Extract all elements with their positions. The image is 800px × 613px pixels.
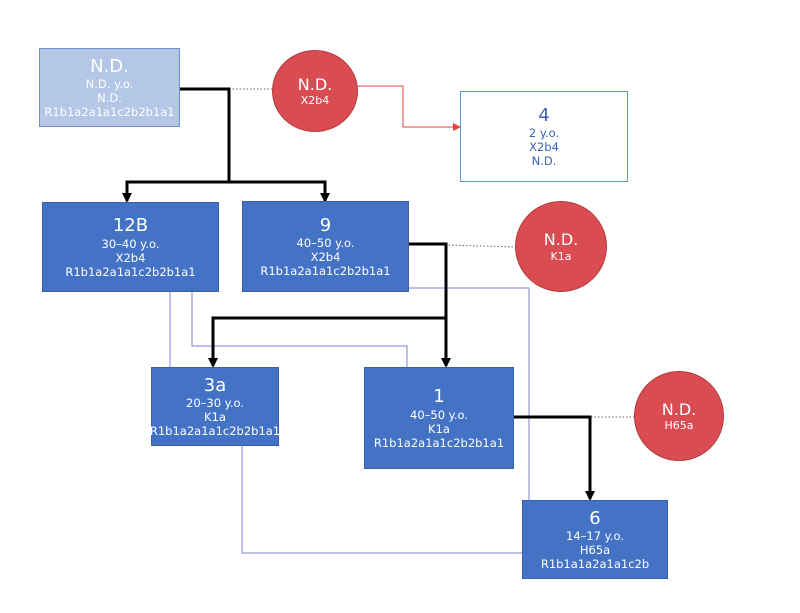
node-age: 40–50 y.o. (410, 407, 468, 422)
node-title: 12B (112, 215, 149, 236)
descent-arrow-9 (229, 180, 330, 203)
node-y-haplogroup: N.D. (531, 154, 557, 169)
node-title: 4 (538, 104, 550, 126)
link-3a-6 (241, 446, 522, 554)
node-12b: 12B 30–40 y.o. X2b4 R1b1a2a1a1c2b2b1a1 (42, 202, 219, 292)
circle-mt-haplogroup: K1a (550, 249, 572, 263)
node-y-haplogroup: R1b1a2a1a1c2b2b1a1 (149, 424, 281, 439)
node-age: 40–50 y.o. (296, 236, 355, 251)
link-12b-1 (191, 292, 408, 367)
node-mt-haplogroup: X2b4 (115, 250, 146, 265)
node-6: 6 14–17 y.o. H65a R1b1a1a2a1a1c2b (522, 500, 668, 579)
node-age: 2 y.o. (528, 126, 560, 141)
descent-9-trunk (408, 242, 448, 318)
node-1: 1 40–50 y.o. K1a R1b1a2a1a1c2b2b1a1 (364, 367, 514, 469)
circle-nd-k1a: N.D. K1a (515, 201, 607, 292)
node-y-haplogroup: R1b1a2a1a1c2b2b1a1 (44, 105, 175, 120)
node-mt-haplogroup: X2b4 (529, 140, 559, 155)
node-y-haplogroup: R1b1a1a2a1a1c2b (540, 557, 650, 572)
descent-arrow-12b (122, 180, 229, 203)
node-4: 4 2 y.o. X2b4 N.D. (460, 91, 628, 182)
circle-title: N.D. (661, 399, 697, 419)
node-title: 1 (433, 386, 445, 407)
node-y-haplogroup: R1b1a2a1a1c2b2b1a1 (373, 435, 505, 450)
red-arrow (358, 85, 461, 131)
node-title: N.D. (90, 55, 129, 77)
node-age: 14–17 y.o. (566, 529, 624, 544)
descent-top-trunk (180, 87, 231, 182)
node-mt-haplogroup: H65a (579, 543, 611, 558)
node-y-haplogroup: R1b1a2a1a1c2b2b1a1 (65, 264, 196, 279)
node-age: 20–30 y.o. (186, 396, 244, 411)
node-age: 30–40 y.o. (101, 236, 160, 251)
node-mt-haplogroup: N.D. (97, 91, 122, 106)
circle-mt-haplogroup: X2b4 (300, 94, 330, 107)
node-nd-top: N.D. N.D. y.o. N.D. R1b1a2a1a1c2b2b1a1 (39, 48, 180, 127)
node-mt-haplogroup: K1a (204, 410, 226, 425)
node-title: 9 (319, 214, 332, 236)
node-title: 6 (589, 507, 601, 529)
node-title: 3a (203, 374, 227, 396)
circle-title: N.D. (297, 74, 333, 94)
descent-arrow-6 (514, 415, 595, 501)
node-9: 9 40–50 y.o. X2b4 R1b1a2a1a1c2b2b1a1 (242, 201, 409, 292)
circle-title: N.D. (543, 230, 579, 250)
descent-arrow-3a (208, 316, 446, 368)
node-3a: 3a 20–30 y.o. K1a R1b1a2a1a1c2b2b1a1 (149, 367, 281, 446)
circle-nd-x2b4: N.D. X2b4 (272, 50, 358, 132)
node-mt-haplogroup: K1a (428, 421, 450, 436)
circle-mt-haplogroup: H65a (664, 419, 694, 432)
link-9-6 (408, 287, 530, 500)
node-y-haplogroup: R1b1a2a1a1c2b2b1a1 (260, 264, 391, 279)
node-mt-haplogroup: X2b4 (310, 250, 341, 265)
node-age: N.D. y.o. (85, 77, 134, 92)
circle-nd-h65a: N.D. H65a (634, 371, 724, 461)
